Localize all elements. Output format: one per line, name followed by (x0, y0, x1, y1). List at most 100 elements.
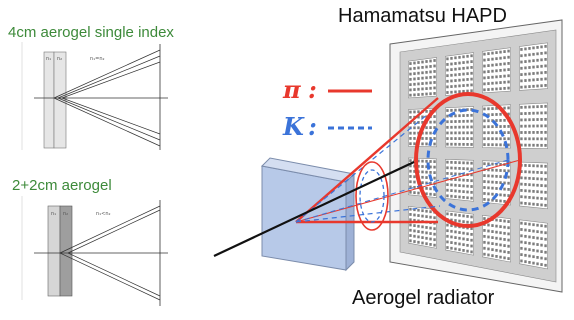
hapd-pixel (544, 224, 547, 228)
hapd-pixel (532, 111, 535, 115)
hapd-pixel (532, 105, 535, 109)
hapd-pixel (532, 170, 535, 174)
hapd-pixel (524, 222, 527, 226)
hapd-pixel (495, 187, 498, 190)
hapd-pixel (421, 170, 424, 174)
hapd-pixel (499, 181, 502, 185)
hapd-pixel (520, 105, 523, 109)
hapd-pixel (540, 197, 543, 200)
hapd-pixel (470, 119, 473, 123)
hapd-pixel (524, 183, 527, 186)
hapd-pixel (458, 213, 461, 217)
hapd-pixel (544, 124, 547, 128)
hapd-pixel (536, 170, 539, 174)
hapd-pixel (532, 248, 535, 252)
hapd-pixel (503, 74, 506, 78)
hapd-pixel (532, 59, 535, 63)
hapd-pixel (520, 48, 523, 51)
hapd-pixel (528, 111, 531, 115)
hapd-pixel (536, 105, 539, 109)
hapd-pixel (544, 190, 547, 194)
hapd-pixel (491, 186, 494, 190)
hapd-pixel (487, 223, 490, 227)
hapd-pixel (524, 234, 527, 238)
hapd-pixel (524, 47, 527, 51)
hapd-pixel (433, 86, 436, 90)
kaon-ring-small (359, 169, 385, 223)
hapd-pixel (507, 74, 510, 78)
hapd-pixel (487, 253, 490, 257)
hapd-pixel (421, 115, 424, 119)
hapd-pixel (483, 192, 486, 195)
hapd-pixel (507, 125, 510, 128)
hapd-pixel (495, 131, 498, 135)
hapd-pixel (425, 231, 428, 235)
hapd-pixel (446, 188, 449, 192)
hapd-pixel (409, 93, 412, 97)
hapd-pixel (536, 177, 539, 181)
hapd-pixel (483, 229, 486, 232)
layer-n1-label: n₁ (51, 211, 56, 217)
hapd-pixel (495, 174, 498, 178)
hapd-pixel (520, 118, 523, 122)
hapd-pixel (507, 175, 510, 179)
hapd-pixel (540, 105, 543, 108)
hapd-pixel (466, 72, 469, 76)
hapd-pixel (417, 191, 420, 195)
hapd-pixel (495, 63, 498, 67)
hapd-pixel (450, 62, 453, 66)
hapd-pixel (524, 170, 527, 174)
hapd-pixel (429, 70, 432, 74)
hapd-pixel (413, 170, 416, 173)
cherenkov-cone-lines (53, 49, 161, 147)
hapd-pixel (520, 221, 523, 225)
hapd-pixel (458, 231, 461, 234)
hapd-pixel (417, 110, 420, 114)
hapd-pixel (503, 86, 506, 90)
hapd-pixel (458, 131, 461, 135)
hapd-pixel (425, 137, 428, 140)
hapd-pixel (495, 168, 498, 172)
pion-symbol: π (282, 75, 301, 104)
hapd-pixel (470, 89, 473, 93)
hapd-pixel (433, 176, 436, 180)
hapd-pixel (413, 229, 416, 233)
hapd-pixel (544, 57, 547, 61)
hapd-pixel (540, 137, 543, 141)
hapd-pixel (409, 207, 412, 211)
hapd-pixel (544, 44, 547, 48)
hapd-pixel (507, 106, 510, 110)
hapd-pixel (528, 202, 531, 206)
hapd-pixel (487, 192, 490, 196)
hapd-pixel (429, 210, 432, 214)
hapd-pixel (429, 65, 432, 68)
hapd-pixel (450, 142, 453, 146)
hapd-pixel (520, 234, 523, 238)
hapd-pixel (421, 165, 424, 168)
hapd-pixel (520, 73, 523, 76)
hapd-pixel (433, 227, 436, 231)
hapd-pixel (528, 176, 531, 180)
hapd-pixel (524, 124, 527, 128)
hapd-pixel (483, 131, 486, 135)
hapd-pixel (503, 62, 506, 66)
hapd-pixel (503, 106, 506, 110)
hapd-pixel (507, 137, 510, 141)
hapd-pixel (520, 60, 523, 64)
hapd-pixel (458, 90, 461, 94)
hapd-pixel (450, 68, 453, 72)
hapd-pixel (417, 77, 420, 80)
hapd-pixel (470, 108, 473, 111)
hapd-pixel (462, 184, 465, 188)
hapd-pixel (544, 171, 547, 175)
hapd-pixel (495, 230, 498, 234)
hapd-pixel (536, 256, 539, 259)
hapd-pixel (454, 142, 457, 146)
hapd-pixel (528, 59, 531, 63)
hapd-pixel (417, 66, 420, 70)
hapd-pixel (540, 171, 543, 174)
hapd-pixel (450, 120, 453, 124)
hapd-pixel (462, 161, 465, 165)
hapd-pixel (491, 51, 494, 55)
hapd-pixel (446, 79, 449, 83)
